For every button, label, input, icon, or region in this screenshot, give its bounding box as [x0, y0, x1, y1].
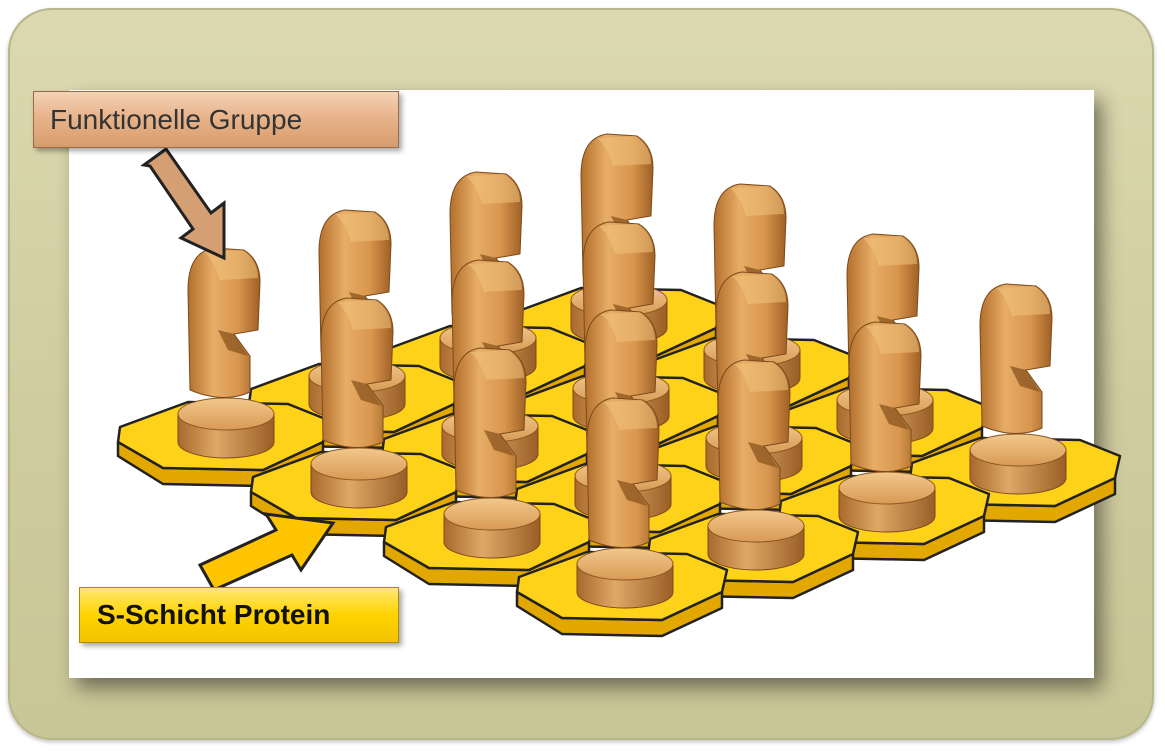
- functional-group-piece: [576, 397, 674, 609]
- s-layer-arrow: [197, 512, 336, 592]
- functional-group-piece: [838, 321, 936, 533]
- functional-group-piece: [969, 283, 1067, 495]
- functional-group-arrow: [140, 146, 226, 261]
- functional-group-piece: [707, 359, 805, 571]
- functional-group-label: Funktionelle Gruppe: [33, 91, 399, 148]
- functional-group-label-text: Funktionelle Gruppe: [50, 103, 303, 135]
- functional-group-piece: [443, 347, 541, 559]
- functional-group-piece: [310, 297, 408, 509]
- functional-group-piece: [177, 247, 275, 459]
- functional-group-pieces: [177, 133, 1067, 609]
- s-layer-protein-label-text: S-Schicht Protein: [97, 599, 331, 630]
- s-layer-protein-label: S-Schicht Protein: [79, 587, 399, 643]
